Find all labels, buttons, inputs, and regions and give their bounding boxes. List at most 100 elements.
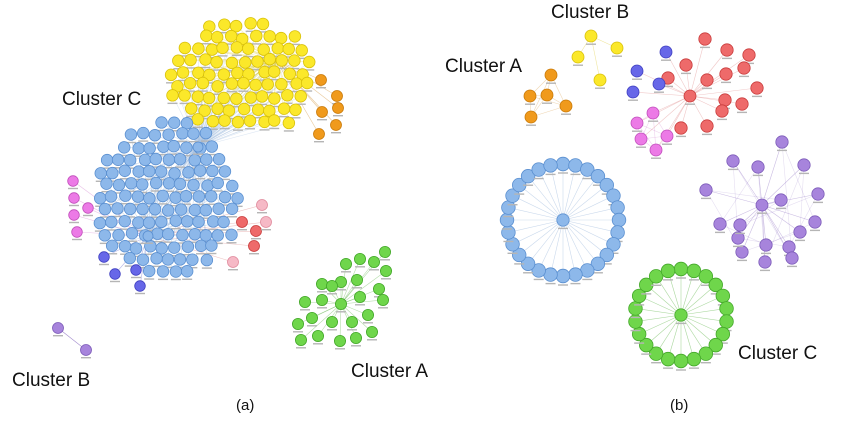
yellow-node <box>219 19 231 31</box>
green-node <box>306 312 317 323</box>
node-id-stub <box>663 367 673 368</box>
green-node <box>368 256 379 267</box>
blue-node <box>207 216 219 228</box>
node-id-stub <box>316 87 326 88</box>
blue-node <box>174 178 186 190</box>
blue-node <box>556 269 570 283</box>
node-id-stub <box>737 260 747 261</box>
blue-node <box>163 129 175 141</box>
purple-node <box>786 252 798 264</box>
edge <box>591 36 600 80</box>
green-node <box>362 309 373 320</box>
green-node <box>674 262 688 276</box>
blue-node <box>151 253 163 265</box>
node-id-stub <box>144 278 154 279</box>
node-id-stub <box>663 279 673 280</box>
green-node <box>346 316 357 327</box>
blue-node <box>174 153 186 165</box>
node-id-stub <box>546 174 556 175</box>
node-id-stub <box>634 342 644 343</box>
orange-node <box>317 107 328 118</box>
blue-node <box>201 254 213 266</box>
yellow-node <box>242 43 254 55</box>
purple-node <box>700 184 712 196</box>
blue-node <box>218 216 230 228</box>
blue-node <box>106 216 118 228</box>
blue-node <box>219 166 231 178</box>
node-id-stub <box>689 367 699 368</box>
purple-node <box>81 345 92 356</box>
node-id-stub <box>761 253 771 254</box>
yellow-node <box>185 54 197 66</box>
panel-b-cluster-c-label: Cluster C <box>738 343 817 365</box>
yellow-node <box>197 77 209 89</box>
node-id-stub <box>269 128 279 129</box>
blue-node <box>149 129 161 141</box>
blue-node <box>195 240 207 252</box>
green-node <box>661 264 675 278</box>
node-id-stub <box>196 253 206 254</box>
node-id-stub <box>776 208 786 209</box>
node-id-stub <box>651 285 661 286</box>
indigo-node <box>131 265 142 276</box>
blue-node <box>200 204 212 216</box>
orange-node <box>541 89 553 101</box>
red-node <box>701 74 713 86</box>
yellow-node <box>206 44 218 56</box>
node-id-stub <box>293 331 303 332</box>
blue-node <box>168 140 180 152</box>
node-id-stub <box>514 263 524 264</box>
node-id-stub <box>676 369 686 370</box>
edge <box>539 220 563 270</box>
purple-node <box>714 218 726 230</box>
purple-node <box>776 136 788 148</box>
blue-node <box>157 190 169 202</box>
node-id-stub <box>733 246 743 247</box>
node-id-stub <box>534 279 544 280</box>
green-node <box>351 274 362 285</box>
blue-node <box>112 154 124 166</box>
node-id-stub <box>717 119 727 120</box>
node-id-stub <box>327 329 337 330</box>
yellow-node <box>594 74 606 86</box>
node-id-stub <box>143 243 153 244</box>
yellow-node <box>264 31 276 43</box>
node-id-stub <box>702 134 712 135</box>
yellow-node <box>231 93 243 105</box>
green-node <box>716 289 730 303</box>
blue-node <box>611 201 625 215</box>
magenta-node <box>83 203 94 214</box>
green-node <box>720 302 734 316</box>
indigo-node <box>653 78 665 90</box>
purple-node <box>775 194 787 206</box>
edge <box>513 220 563 244</box>
blue-node <box>99 230 111 242</box>
node-id-stub <box>261 229 271 230</box>
node-id-stub <box>193 154 203 155</box>
blue-node <box>107 167 119 179</box>
blue-node <box>212 230 224 242</box>
green-node <box>312 330 323 341</box>
blue-node <box>125 129 137 141</box>
yellow-node <box>290 104 302 116</box>
node-id-stub <box>220 128 230 129</box>
node-id-stub <box>69 222 79 223</box>
node-id-stub <box>630 317 640 318</box>
yellow-node <box>226 78 238 90</box>
panel-a-cluster-b-label: Cluster B <box>12 370 90 392</box>
yellow-node <box>296 45 308 57</box>
yellow-node <box>232 67 244 79</box>
blue-node <box>200 127 212 139</box>
yellow-node <box>272 42 284 54</box>
node-id-stub <box>260 129 270 130</box>
blue-node <box>177 229 189 241</box>
blue-node <box>152 228 164 240</box>
node-id-stub <box>317 307 327 308</box>
green-node <box>299 296 310 307</box>
blue-node <box>226 203 238 215</box>
node-id-stub <box>167 103 177 104</box>
yellow-node <box>232 116 244 128</box>
yellow-node <box>165 69 177 81</box>
yellow-node <box>264 53 276 65</box>
node-id-stub <box>676 277 686 278</box>
